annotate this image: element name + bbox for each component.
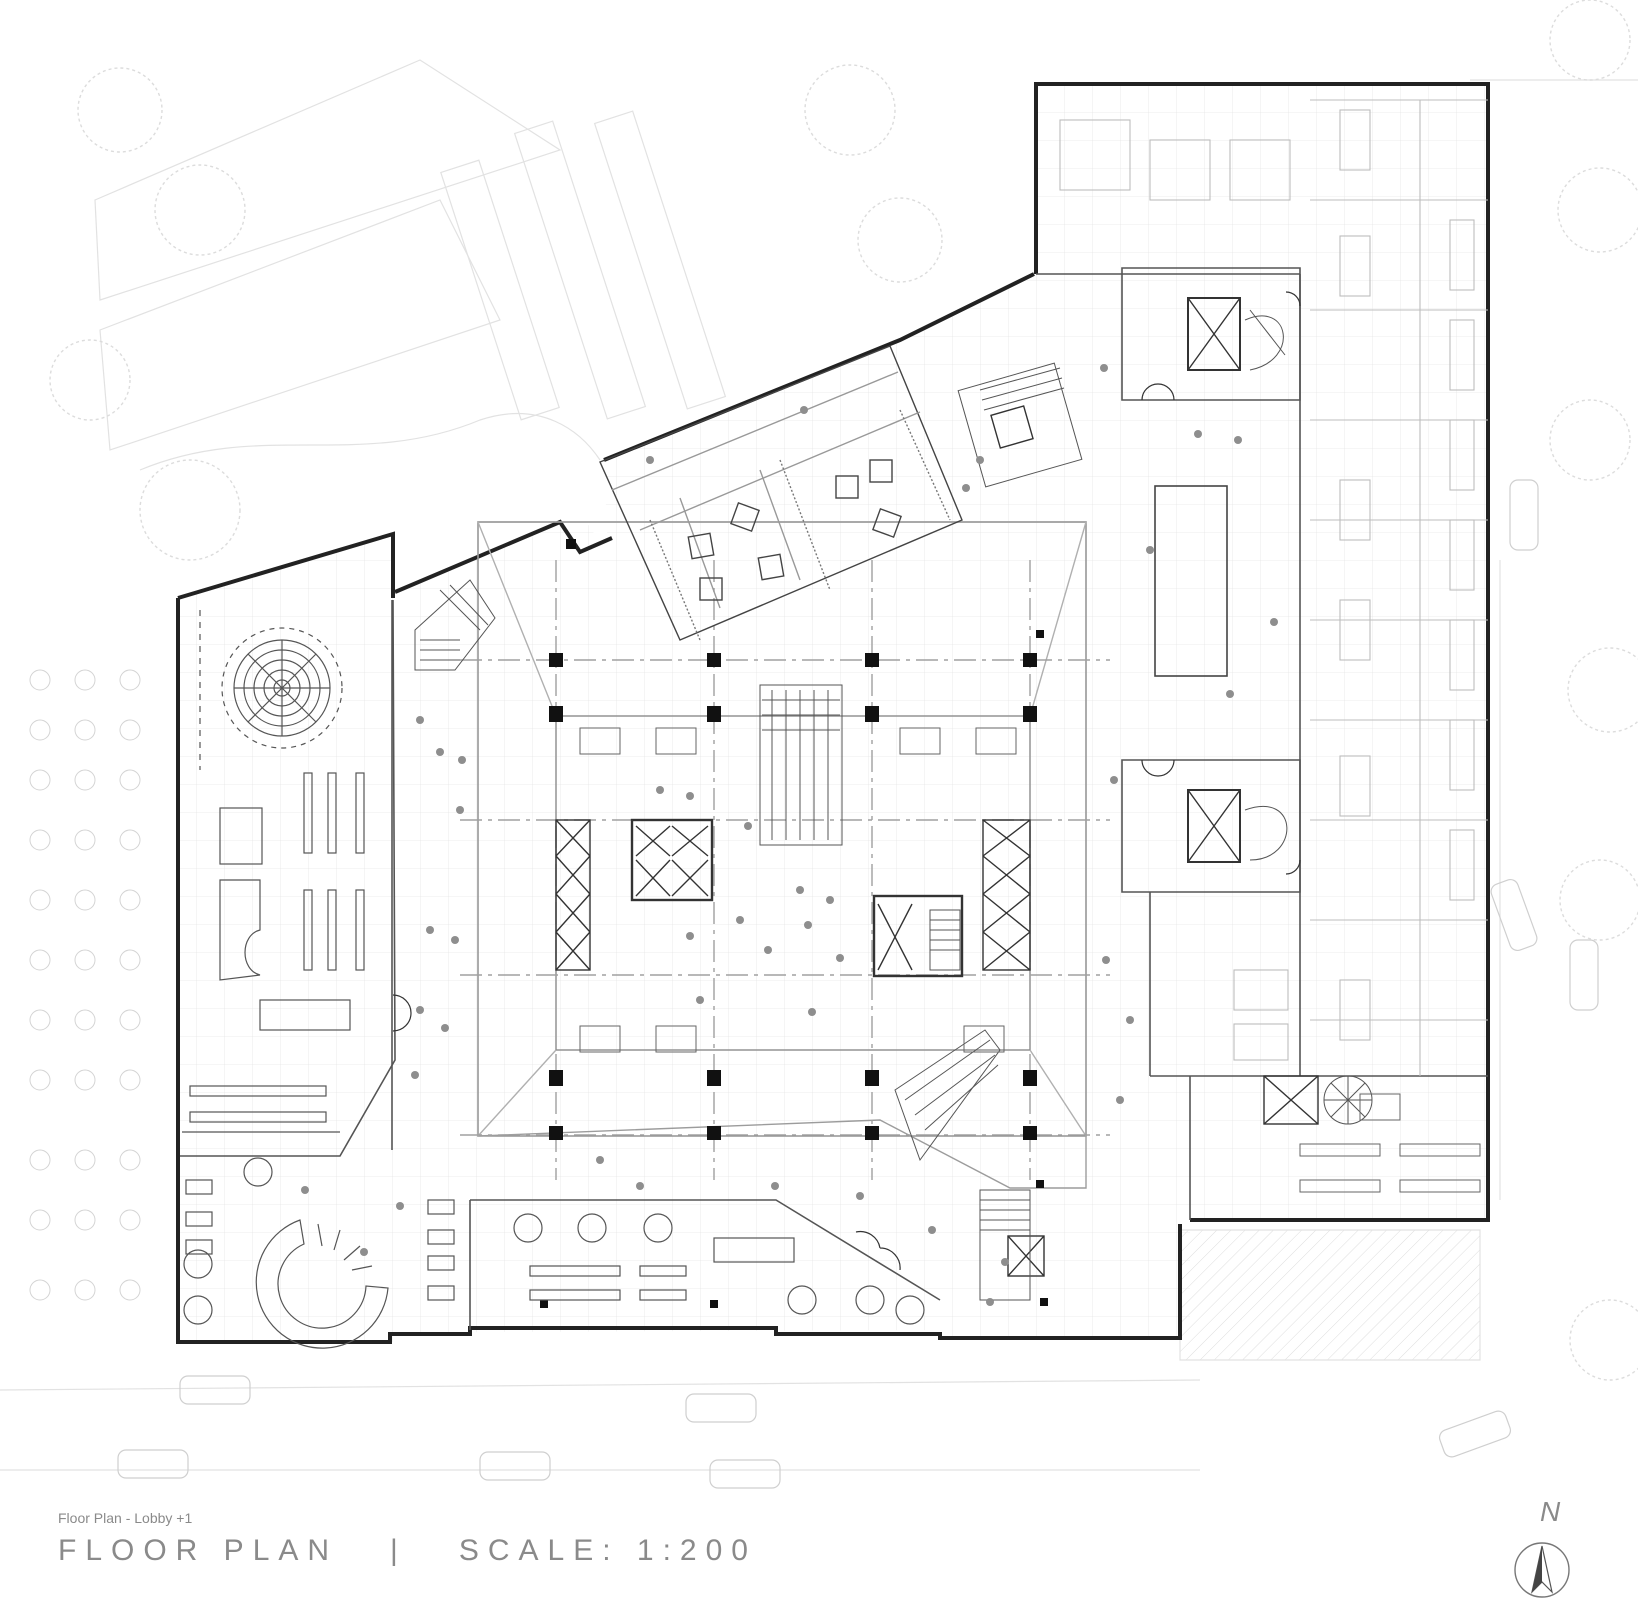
lounge-area [183, 1157, 455, 1349]
building-floor [178, 84, 1488, 1342]
cafe-area [513, 1213, 925, 1325]
structural-columns [540, 539, 1048, 1308]
drawing-title: FLOOR PLAN | SCALE: 1:200 [58, 1534, 757, 1567]
north-label: N [1540, 1496, 1561, 1527]
tree-icon [49, 0, 1638, 1381]
angled-bridge [599, 345, 963, 641]
stair-icon [414, 309, 1373, 1301]
drawing-subtitle: Floor Plan - Lobby +1 [58, 1510, 193, 1526]
office-wing [1059, 99, 1488, 1076]
north-arrow-icon [1514, 1542, 1570, 1598]
library-area [182, 610, 365, 1133]
interior-walls [180, 267, 1488, 1330]
exterior-walls [176, 82, 1490, 1344]
car-icon [117, 479, 1599, 1489]
outdoor-seating [29, 669, 141, 1301]
elevator-icon [555, 297, 1319, 1277]
person-icon [301, 364, 1278, 1306]
atrium-seating [579, 727, 1481, 1193]
door-swing-icon [392, 291, 1301, 1271]
